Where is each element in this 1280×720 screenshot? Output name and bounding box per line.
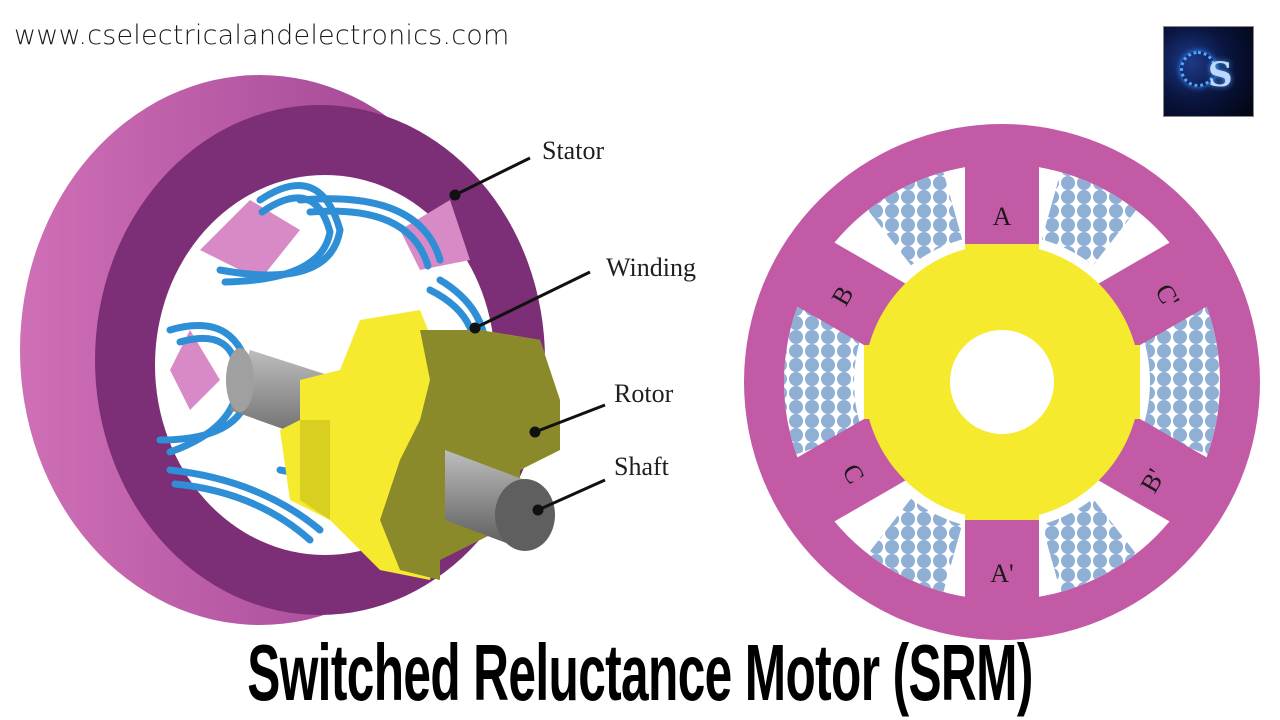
page-title: Switched Reluctance Motor (SRM) <box>247 628 1033 717</box>
callout-leaders <box>449 156 606 516</box>
srm-cross-section-diagram: A A' B B' C C' <box>744 124 1260 640</box>
cs-logo-icon: S <box>1163 26 1254 117</box>
stator-poles <box>791 160 1213 604</box>
pole-label-a: A <box>993 202 1012 231</box>
shaft-bore <box>950 330 1054 434</box>
site-url: www.cselectricalandelectronics.com <box>14 20 510 51</box>
srm-3d-cutaway-diagram <box>20 75 606 625</box>
rotor-cross-section <box>864 244 1140 520</box>
callout-stator: Stator <box>542 136 605 165</box>
logo-s-letter: S <box>1208 55 1233 95</box>
callout-shaft: Shaft <box>614 452 669 481</box>
callout-rotor: Rotor <box>614 379 674 408</box>
shaft-front <box>445 450 555 551</box>
pole-label-a-prime: A' <box>990 559 1013 588</box>
callout-winding: Winding <box>606 253 696 282</box>
logo-c-ring <box>1180 51 1216 87</box>
